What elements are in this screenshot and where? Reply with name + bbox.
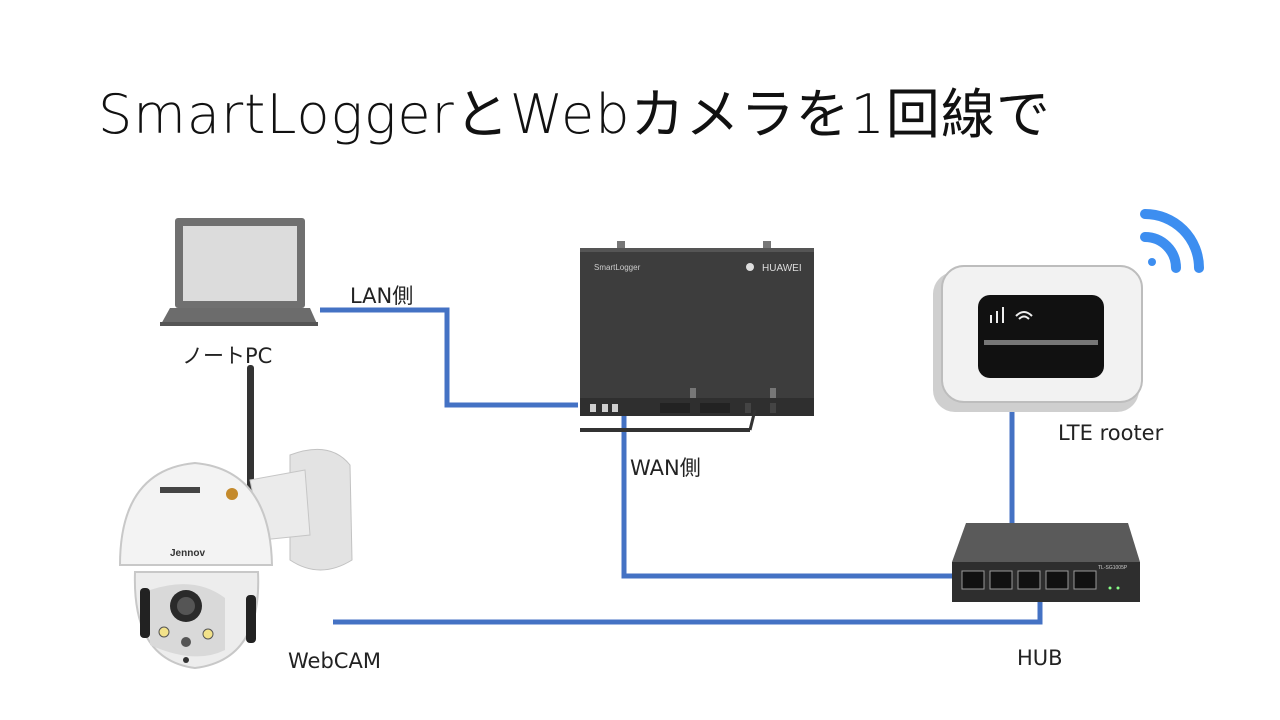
lte-router-icon [933,209,1204,412]
cable-camera-to-hub [333,580,1043,625]
camera-brand-text: Jennov [170,548,205,559]
wan-side-label: WAN側 [630,456,701,480]
smartlogger-device-icon: SmartLogger HUAWEI [580,241,814,432]
network-hub-icon: TL-SG1005P [952,523,1140,602]
lan-side-label: LAN側 [350,284,414,308]
camera-label: WebCAM [288,649,381,673]
laptop-icon [160,218,318,326]
smartlogger-brand-text: SmartLogger [594,263,641,272]
wifi-signal-icon [1140,209,1204,273]
hub-label: HUB [1017,646,1063,670]
ptz-camera-icon: Jennov [118,365,353,670]
hub-model-text: TL-SG1005P [1098,565,1128,571]
cable-wan-to-hub [621,408,962,579]
router-label: LTE rooter [1058,421,1164,445]
cable-laptop-to-lan [320,307,578,408]
smartlogger-maker-text: HUAWEI [762,263,802,274]
laptop-label: ノートPC [182,344,273,368]
slide-title: SmartLoggerとWebカメラを1回線で [98,83,1051,146]
